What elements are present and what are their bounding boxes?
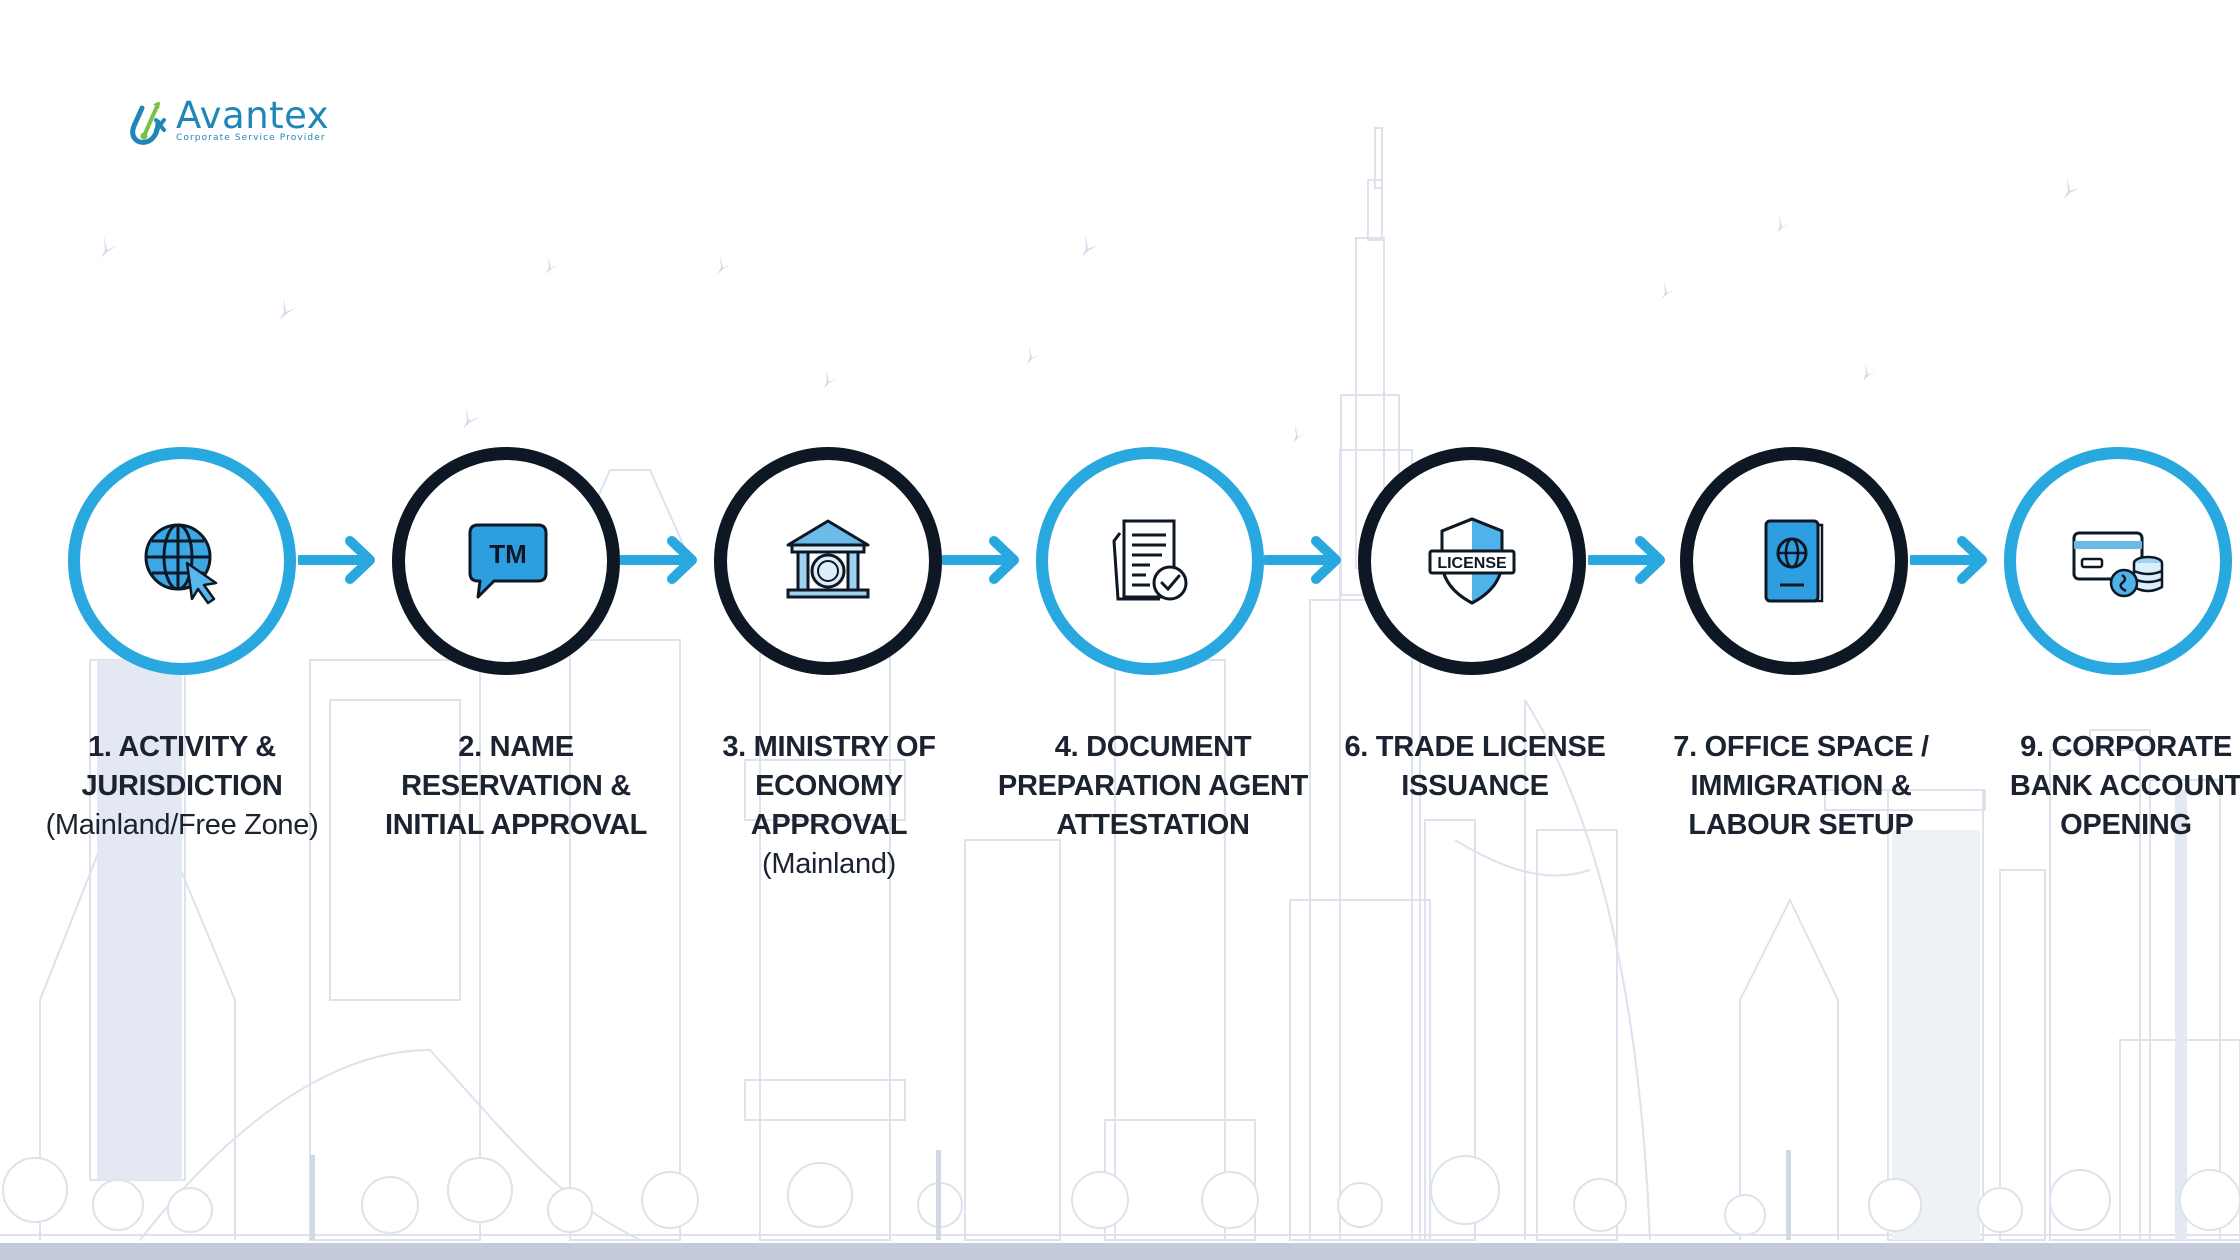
step-2-label: 2. NAME RESERVATION & INITIAL APPROVAL: [351, 728, 681, 845]
label-line: 1. ACTIVITY &: [88, 731, 276, 763]
step-7-office-immigration: [1680, 447, 1908, 675]
label-line: JURISDICTION: [81, 770, 283, 802]
label-line: ECONOMY: [755, 770, 903, 802]
brand-name: Avantex: [176, 94, 330, 137]
passport-icon: [1764, 519, 1824, 603]
step-6-label: 6. TRADE LICENSE ISSUANCE: [1310, 728, 1640, 806]
step-9-bank-account: [2004, 447, 2232, 675]
government-building-icon: [786, 519, 870, 599]
step-3-ministry-of-economy: [714, 447, 942, 675]
svg-text:TM: TM: [489, 539, 527, 569]
label-line: ATTESTATION: [1056, 809, 1250, 841]
label-line: INITIAL APPROVAL: [384, 809, 648, 841]
arrow-right-icon: [942, 536, 1019, 584]
avantex-logo: Avantex Corporate Service Provider: [128, 94, 338, 148]
document-check-icon: [1112, 519, 1188, 601]
step-9-label: 9. CORPORATE BANK ACCOUNT OPENING: [1961, 728, 2240, 845]
label-line: RESERVATION &: [401, 770, 631, 802]
step-3-label: 3. MINISTRY OF ECONOMY APPROVAL (Mainlan…: [664, 728, 994, 884]
ground-strip: [0, 1243, 2240, 1260]
arrow-right-icon: [1588, 536, 1665, 584]
label-line: OPENING: [2060, 809, 2192, 841]
step-4-document-attestation: [1036, 447, 1264, 675]
label-line: 3. MINISTRY OF: [722, 731, 936, 763]
label-subtext: (Mainland/Free Zone): [45, 809, 319, 841]
globe-cursor-icon: [144, 523, 218, 605]
step-1-activity-jurisdiction: [68, 447, 296, 675]
arrow-right-icon: [1910, 536, 1987, 584]
arrow-right-icon: [298, 536, 375, 584]
label-line: 2. NAME: [458, 731, 574, 763]
step-7-label: 7. OFFICE SPACE / IMMIGRATION & LABOUR S…: [1636, 728, 1966, 845]
label-line: LABOUR SETUP: [1688, 809, 1914, 841]
label-line: 4. DOCUMENT: [1054, 731, 1252, 763]
label-line: IMMIGRATION &: [1690, 770, 1912, 802]
trademark-bubble-icon: TM: [468, 523, 548, 599]
label-line: APPROVAL: [750, 809, 908, 841]
label-line: ISSUANCE: [1401, 770, 1549, 802]
step-2-name-reservation: TM: [392, 447, 620, 675]
label-subtext: (Mainland): [762, 848, 896, 880]
step-4-label: 4. DOCUMENT PREPARATION AGENT ATTESTATIO…: [988, 728, 1318, 845]
label-line: PREPARATION AGENT: [997, 770, 1309, 802]
brand-tagline: Corporate Service Provider: [176, 133, 326, 143]
label-line: 9. CORPORATE: [2020, 731, 2232, 763]
step-6-trade-license: LICENSE: [1358, 447, 1586, 675]
label-line: 6. TRADE LICENSE: [1344, 731, 1606, 763]
card-coins-icon: [2072, 531, 2164, 598]
avantex-logo-mark-icon: [130, 102, 166, 145]
label-line: 7. OFFICE SPACE /: [1673, 731, 1929, 763]
license-shield-icon: LICENSE: [1428, 517, 1516, 605]
arrow-right-icon: [1264, 536, 1341, 584]
arrow-right-icon: [620, 536, 697, 584]
label-line: BANK ACCOUNT: [2009, 770, 2240, 802]
step-1-label: 1. ACTIVITY & JURISDICTION (Mainland/Fre…: [17, 728, 347, 845]
svg-text:LICENSE: LICENSE: [1437, 555, 1507, 572]
